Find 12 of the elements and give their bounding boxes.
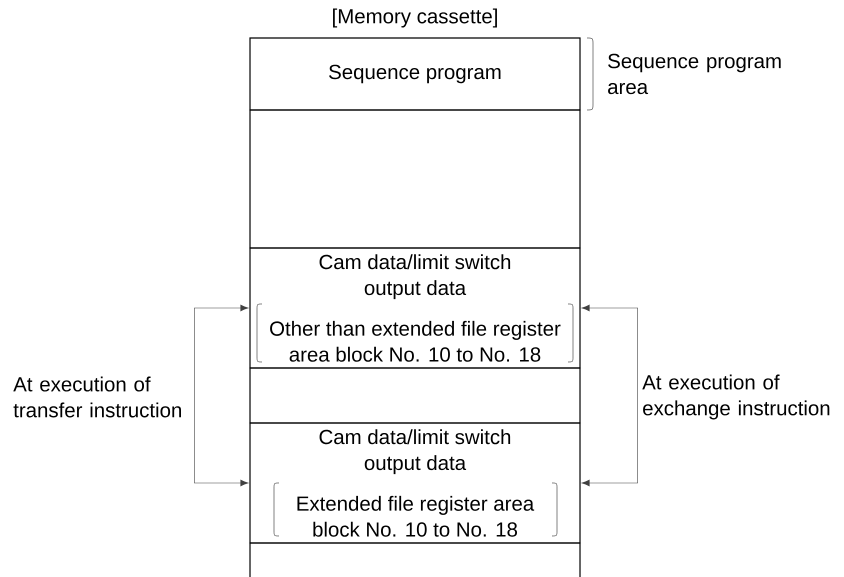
side-label: Sequence program area: [608, 54, 781, 94]
title: [Memory cassette]: [333, 8, 497, 28]
memory-area-box: [249, 542, 581, 577]
memory-area-box: [249, 109, 581, 249]
memory-area-box: Cam data/limit switch output data Extended file register area block No. 10 to No. 18: [249, 422, 581, 544]
edge-label: At execution of transfer instruction: [13, 376, 181, 418]
arrow: [194, 304, 249, 486]
edge-label: At execution of exchange instruction: [642, 374, 830, 420]
arrow: [582, 304, 638, 486]
memory-area-box: Cam data/limit switch output data Other than extended file register area block No. 10 to No. 18: [249, 247, 581, 369]
memory-area-box: [249, 367, 581, 424]
memory-area-box: Sequence program: [249, 37, 581, 111]
